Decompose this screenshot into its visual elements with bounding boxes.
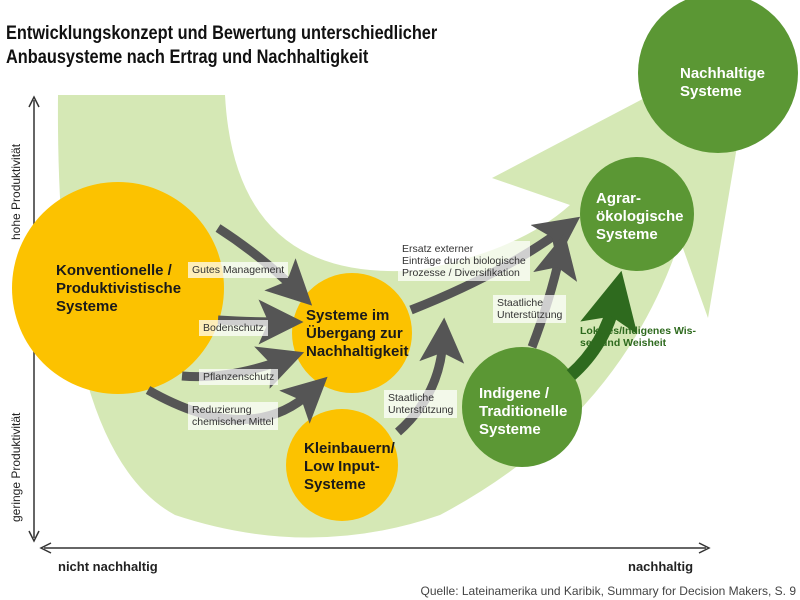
- node-smallholders-circle: [286, 409, 398, 521]
- label-plant-protection: Pflanzenschutz: [199, 369, 279, 385]
- label-replace-inputs: Ersatz externer Einträge durch biologisc…: [398, 241, 530, 281]
- x-axis: [39, 542, 711, 554]
- node-sustainable-circle: [638, 0, 798, 153]
- x-axis-label-left: nicht nachhaltig: [58, 559, 158, 574]
- node-agroecological-label: Agrar- ökologische Systeme: [596, 190, 684, 243]
- x-axis-label-right: nachhaltig: [628, 559, 694, 574]
- node-sustainable-label: Nachhaltige Systeme: [680, 65, 766, 100]
- arrow-good-management: [215, 224, 313, 306]
- node-agroecological-circle: [580, 157, 694, 271]
- node-indigenous-circle: [462, 347, 582, 467]
- page-title: Entwicklungskonzept und Bewertung unters…: [6, 23, 438, 68]
- label-reduce-chemicals: Reduzierung chemischer Mittel: [188, 402, 278, 430]
- y-axis-label-top: hohe Produktivität: [9, 143, 23, 240]
- y-axis-label-bottom: geringe Produktivität: [9, 412, 23, 522]
- node-smallholders-label: Kleinbauern/ Low Input- Systeme: [304, 440, 395, 493]
- label-good-management: Gutes Management: [188, 262, 289, 278]
- label-state-support-smallholders: Staatliche Unterstützung: [384, 390, 458, 418]
- label-state-support-indigenous: Staatliche Unterstützung: [493, 295, 567, 323]
- node-transition-label: Systeme im Übergang zur Nachhaltigkeit: [306, 307, 409, 360]
- source-note: Quelle: Lateinamerika und Karibik, Summa…: [420, 584, 797, 598]
- node-conventional-circle: [12, 182, 224, 394]
- label-soil-protection: Bodenschutz: [199, 320, 268, 336]
- node-conventional-label: Konventionelle / Produktivistische Syste…: [56, 262, 182, 315]
- node-indigenous-label: Indigene / Traditionelle Systeme: [479, 385, 568, 438]
- arrow-local-knowledge: [566, 270, 638, 380]
- node-transition-circle: [292, 273, 412, 393]
- label-local-knowledge: Lokales/Indigenes Wis- sen und Weisheit: [580, 325, 697, 349]
